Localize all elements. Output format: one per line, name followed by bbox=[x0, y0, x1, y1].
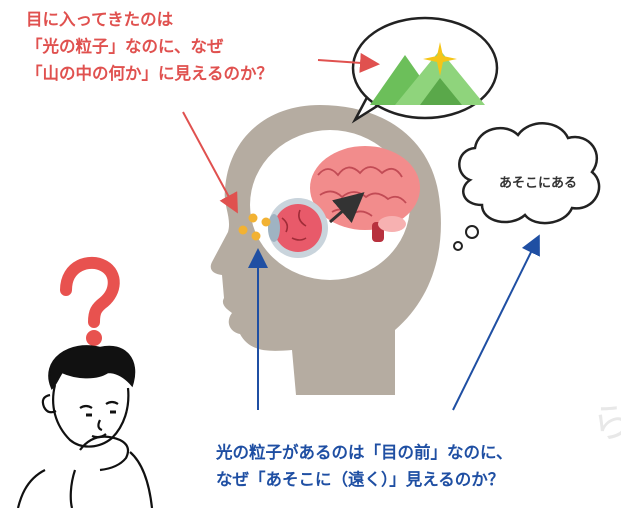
eye-to-brain-arrow bbox=[329, 192, 365, 224]
thought-bubble-text: あそこにある bbox=[498, 176, 577, 191]
question-top-line-1: 目に入ってきたのは bbox=[26, 10, 174, 29]
red-arrow-to-bubble bbox=[317, 52, 380, 73]
question-bottom-line-1: 光の粒子があるのは「目の前」なのに、 bbox=[216, 443, 513, 462]
question-bottom: 光の粒子があるのは「目の前」なのに、 なぜ「あそこに（遠く）」見えるのか？ bbox=[216, 439, 513, 493]
question-top-line-2: 「光の粒子」なのに、なぜ bbox=[26, 37, 224, 56]
question-mark-icon bbox=[60, 256, 120, 346]
sparkle-star-icon bbox=[423, 42, 457, 76]
question-bottom-line-2: なぜ「あそこに（遠く）」見えるのか？ bbox=[216, 470, 505, 489]
watermark: ら bbox=[587, 396, 621, 451]
question-top-line-3: 「山の中の何か」に見えるのか？ bbox=[26, 64, 274, 83]
question-top: 目に入ってきたのは 「光の粒子」なのに、なぜ 「山の中の何か」に見えるのか？ bbox=[26, 6, 273, 87]
red-arrow-to-eye bbox=[182, 111, 238, 214]
thinking-person bbox=[16, 345, 154, 508]
light-particles bbox=[238, 213, 271, 241]
blue-arrow-to-thought bbox=[452, 234, 540, 411]
mountain-image bbox=[370, 50, 485, 105]
eye bbox=[268, 198, 328, 258]
thought-cloud bbox=[453, 122, 601, 251]
